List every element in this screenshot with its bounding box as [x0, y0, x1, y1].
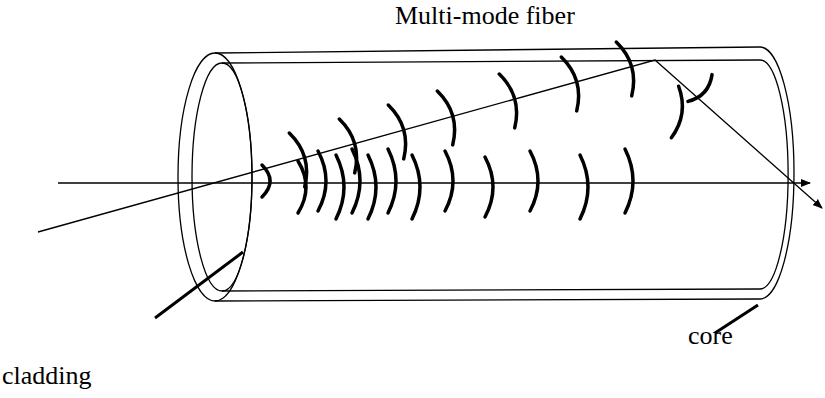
cladding-left-end: [178, 53, 252, 301]
wavefront-arc: [289, 131, 312, 187]
wavefront-arc: [437, 89, 460, 145]
wavefront-arc: [580, 155, 588, 219]
wavefront-arc: [671, 86, 685, 138]
wavefront-arc: [262, 165, 270, 197]
core-bottom: [222, 289, 760, 291]
wavefront-arc: [388, 149, 396, 213]
wavefront-arc: [388, 103, 411, 159]
core-left-end: [192, 63, 252, 291]
wavefront-arc: [339, 117, 362, 173]
wavefront-arc: [499, 72, 522, 128]
core-label: core: [688, 322, 733, 351]
cladding-bottom: [215, 299, 760, 301]
wavefront-arc: [368, 155, 376, 219]
core-top: [222, 60, 760, 63]
oblique-ray: [38, 60, 822, 232]
cladding-leader: [155, 252, 243, 318]
cladding-right-end: [760, 47, 794, 299]
cladding-label: cladding: [2, 362, 92, 391]
wavefront-arc: [318, 151, 326, 211]
wavefront-arc: [412, 155, 420, 219]
wavefront-arc: [530, 151, 538, 211]
wavefront-arc: [485, 157, 493, 217]
fiber-title-label: Multi-mode fiber: [395, 2, 575, 31]
wavefront-arc: [445, 151, 453, 211]
cladding-top: [215, 47, 760, 53]
wavefront-arc: [561, 55, 584, 111]
wavefront-arc: [616, 40, 639, 96]
wavefront-arc: [688, 75, 717, 106]
wavefront-arc: [336, 155, 344, 219]
wavefront-arc: [625, 149, 633, 213]
axial-ray: [58, 182, 810, 183]
